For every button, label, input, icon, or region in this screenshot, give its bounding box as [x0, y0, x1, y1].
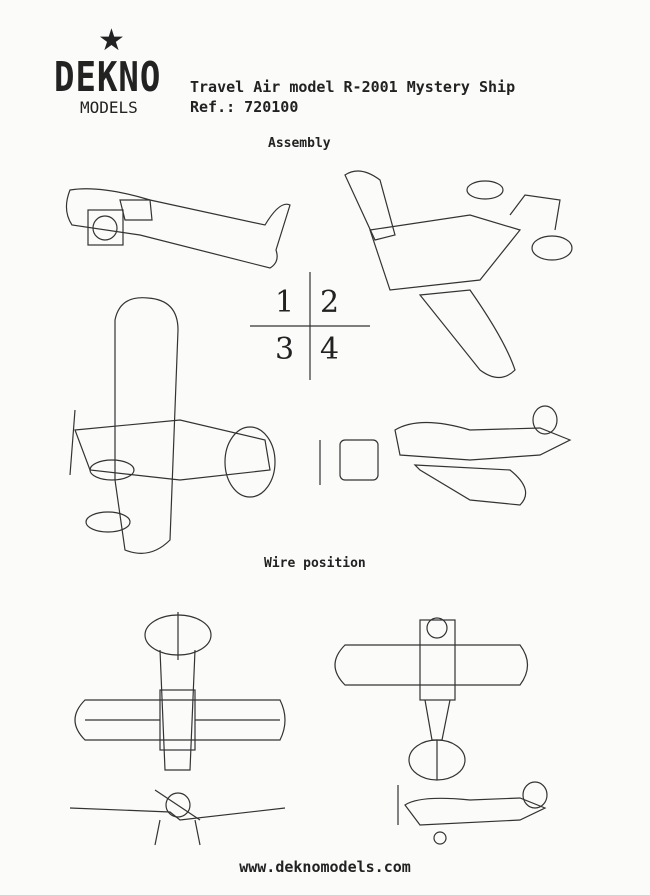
- step3-top-view-drawing: [69, 297, 276, 554]
- step1-fuselage-drawing: [65, 188, 291, 269]
- star-icon: ★: [98, 23, 125, 58]
- logo-sub: MODELS: [80, 98, 138, 117]
- step-cross-divider: [250, 272, 370, 380]
- step-1: 1: [275, 285, 295, 320]
- wire-top-view-drawing: [74, 612, 286, 771]
- step-3: 3: [275, 332, 295, 367]
- page-title: Travel Air model R-2001 Mystery Ship: [190, 78, 516, 96]
- step2-wing-assembly-drawing: [344, 170, 573, 379]
- logo-brand: DEKNO: [54, 54, 162, 102]
- website-url: www.deknomodels.com: [239, 858, 411, 876]
- wire-position-heading: Wire position: [264, 556, 366, 571]
- assembly-heading: Assembly: [268, 136, 331, 151]
- step-2: 2: [320, 285, 340, 320]
- step4-side-assembly-drawing: [319, 405, 572, 506]
- wire-side-view-drawing: [397, 781, 548, 845]
- wire-bottom-view-drawing: [334, 617, 529, 781]
- wire-front-view-drawing: [69, 789, 286, 846]
- step-4: 4: [320, 332, 340, 367]
- reference-number: Ref.: 720100: [190, 98, 299, 116]
